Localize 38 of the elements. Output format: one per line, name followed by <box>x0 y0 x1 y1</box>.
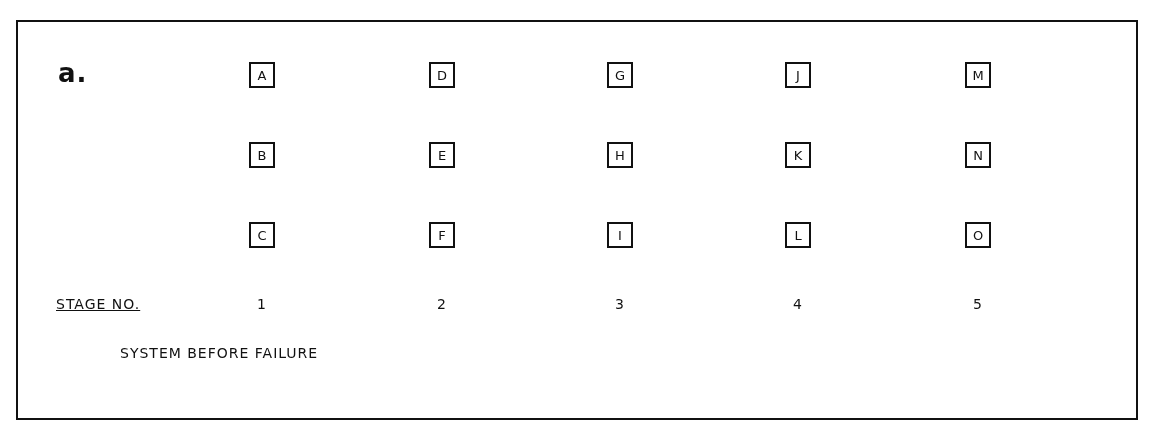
stage-number: 1 <box>257 296 267 312</box>
box-letter: D <box>437 67 447 83</box>
stage-number: 4 <box>793 296 803 312</box>
component-box <box>607 142 633 168</box>
component-box <box>607 222 633 248</box>
box-letter: K <box>793 147 803 163</box>
component-box <box>607 62 633 88</box>
panel-letter: a. <box>58 58 88 88</box>
component-box <box>785 222 811 248</box>
component-box <box>249 62 275 88</box>
component-box <box>429 222 455 248</box>
box-letter: N <box>973 147 983 163</box>
component-box <box>965 222 991 248</box>
stage-number: 3 <box>615 296 625 312</box>
box-letter: C <box>257 227 267 243</box>
component-box <box>249 222 275 248</box>
box-letter: G <box>614 67 626 83</box>
stage-number: 5 <box>973 296 983 312</box>
component-box <box>429 142 455 168</box>
box-letter: O <box>972 227 984 243</box>
box-letter: F <box>438 227 446 243</box>
component-box <box>785 142 811 168</box>
component-box <box>965 62 991 88</box>
box-letter: M <box>972 67 984 83</box>
box-letter: I <box>618 227 622 243</box>
box-letter: J <box>796 67 800 83</box>
box-letter: A <box>257 67 267 83</box>
component-box <box>429 62 455 88</box>
component-box <box>965 142 991 168</box>
box-letter: L <box>794 227 802 243</box>
caption: SYSTEM BEFORE FAILURE <box>120 345 319 361</box>
box-letter: B <box>257 147 267 163</box>
axis-label: STAGE NO. <box>56 296 141 312</box>
component-box <box>785 62 811 88</box>
component-box <box>249 142 275 168</box>
box-letter: E <box>437 147 447 163</box>
box-letter: H <box>615 147 625 163</box>
stage-number: 2 <box>437 296 447 312</box>
